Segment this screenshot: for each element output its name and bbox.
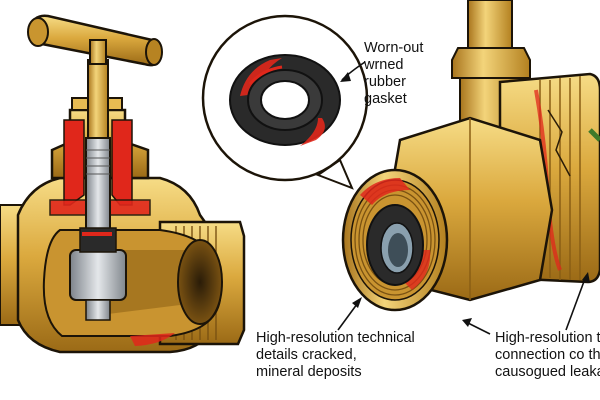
connection-label-line: High-resolution te <box>495 330 600 346</box>
valve-gate <box>69 249 127 301</box>
gasket-label: Worn-out wrned rubber gasket <box>364 40 423 108</box>
gasket-label-line: gasket <box>364 91 407 107</box>
cracks-label-line: High-resolution technical <box>256 330 415 346</box>
vertical-pipe <box>467 0 513 51</box>
connection-label-line: connection co thre <box>495 347 600 363</box>
connection-label-line: causogued leakag <box>495 364 600 380</box>
cracks-label-line: details cracked, <box>256 347 357 363</box>
leak-pointer <box>565 275 587 331</box>
pipe-fitting <box>341 0 600 312</box>
gasket-label-line: rubber <box>364 74 406 90</box>
gasket-magnifier <box>201 14 369 190</box>
valve-stem-upper <box>87 59 109 141</box>
gasket-label-line: Worn-out <box>364 40 424 56</box>
cracks-label-line: mineral deposits <box>256 364 362 380</box>
valve-damage-seal <box>63 119 85 206</box>
cracks-label: High-resolution technical details cracke… <box>256 330 415 381</box>
connection-label: High-resolution te connection co thre ca… <box>495 330 600 381</box>
gate-valve-cutaway <box>0 14 246 354</box>
gasket-label-line: wrned <box>364 57 404 73</box>
connection-pointer <box>465 321 491 335</box>
